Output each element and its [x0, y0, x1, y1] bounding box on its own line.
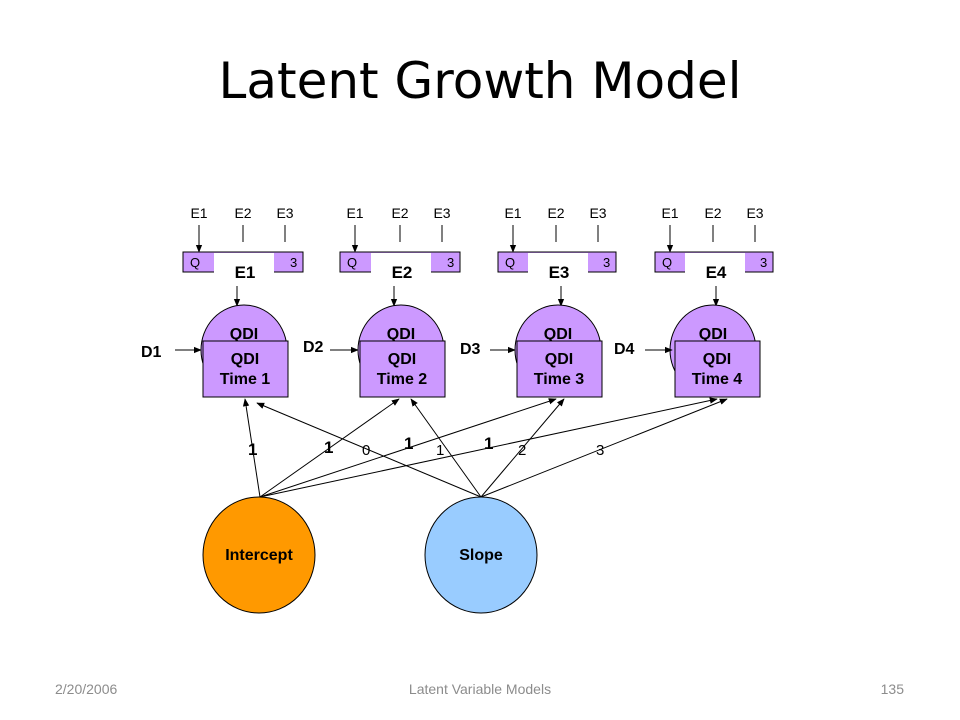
- latent-factor-label: QDI: [544, 326, 572, 343]
- indicator-label-line1: QDI: [388, 351, 416, 368]
- item-box-left-label: Q: [190, 255, 200, 270]
- factor-error-label: E4: [706, 263, 727, 282]
- qdi-time-3-box: [516, 340, 603, 398]
- loading-paths: [242, 397, 728, 498]
- latent-factor-label: QDI: [230, 326, 258, 343]
- factor-label-bg: [528, 253, 588, 283]
- error-label: E2: [547, 205, 564, 221]
- measurement-group-1: E1 E2 E3 Q 3 E1 QDI D1 QDI Time 1: [141, 205, 304, 398]
- item-box-left-label: Q: [347, 255, 357, 270]
- slope-loading-label: 2: [518, 442, 526, 459]
- slope-path-time-2: [410, 398, 482, 498]
- intercept-factor-circle: [202, 496, 316, 614]
- error-label: E2: [234, 205, 251, 221]
- item-box-right-label: 3: [603, 255, 610, 270]
- indicator-label-line2: Time 4: [692, 371, 743, 388]
- slope-path-time-4: [480, 398, 728, 498]
- footer-page-number: 135: [880, 681, 904, 697]
- indicator-label-line1: QDI: [231, 351, 259, 368]
- footer-title: Latent Variable Models: [408, 681, 552, 697]
- error-label: E2: [704, 205, 721, 221]
- error-label: E1: [504, 205, 521, 221]
- indicator-label-line2: Time 1: [220, 371, 271, 388]
- intercept-path-time-1: [242, 398, 261, 498]
- indicator-label-line1: QDI: [545, 351, 573, 368]
- slope-loading-label: 0: [362, 442, 370, 459]
- factor-error-label: E2: [392, 263, 413, 282]
- slope-path-time-1: [256, 402, 482, 498]
- disturbance-label: D3: [460, 341, 481, 358]
- measurement-group-2: E1 E2 E3 Q 3 E2 QDI D2 QDI Time 2: [303, 205, 461, 398]
- error-label: E3: [276, 205, 293, 221]
- intercept-path-time-4: [259, 397, 718, 498]
- intercept-path-time-2: [259, 398, 400, 498]
- item-box-right-label: 3: [447, 255, 454, 270]
- disturbance-label: D2: [303, 339, 324, 356]
- factor-error-label: E1: [235, 263, 256, 282]
- disturbance-label: D1: [141, 344, 162, 361]
- measurement-group-4: E1 E2 E3 Q 3 E4 QDI D4 QDI Time 4: [614, 205, 774, 398]
- measurement-group-3: E1 E2 E3 Q 3 E3 QDI D3 QDI Time 3: [460, 205, 617, 398]
- error-label: E1: [661, 205, 678, 221]
- item-box-left-label: Q: [505, 255, 515, 270]
- qdi-time-1-box: [202, 340, 289, 398]
- slope-factor-label: Slope: [459, 547, 503, 564]
- error-label: E2: [391, 205, 408, 221]
- error-label: E1: [190, 205, 207, 221]
- qdi-time-4-box: [674, 340, 761, 398]
- factor-error-label: E3: [549, 263, 570, 282]
- factor-label-bg: [371, 253, 431, 283]
- intercept-loading-label: 1: [484, 434, 493, 453]
- latent-factor-label: QDI: [699, 326, 727, 343]
- intercept-loading-label: 1: [248, 440, 257, 459]
- error-label: E1: [346, 205, 363, 221]
- item-box-right-label: 3: [760, 255, 767, 270]
- error-label: E3: [746, 205, 763, 221]
- slide-title: Latent Growth Model: [218, 52, 742, 110]
- intercept-loading-label: 1: [404, 434, 413, 453]
- footer-date: 2/20/2006: [55, 681, 118, 697]
- qdi-time-2-box: [359, 340, 446, 398]
- intercept-factor-label: Intercept: [225, 547, 293, 564]
- slope-loading-label: 3: [596, 442, 604, 459]
- intercept-path-time-3: [259, 398, 557, 498]
- slope-path-time-3: [480, 398, 565, 498]
- disturbance-label: D4: [614, 341, 635, 358]
- latent-factor-label: QDI: [387, 326, 415, 343]
- factor-label-bg: [214, 253, 274, 283]
- error-label: E3: [433, 205, 450, 221]
- item-box-right-label: 3: [290, 255, 297, 270]
- error-label: E3: [589, 205, 606, 221]
- indicator-label-line2: Time 3: [534, 371, 585, 388]
- slope-factor-circle: [424, 496, 538, 614]
- factor-label-bg: [685, 253, 745, 283]
- slope-loading-label: 1: [436, 442, 444, 459]
- indicator-label-line2: Time 2: [377, 371, 428, 388]
- intercept-loading-label: 1: [324, 438, 333, 457]
- item-box-left-label: Q: [662, 255, 672, 270]
- indicator-label-line1: QDI: [703, 351, 731, 368]
